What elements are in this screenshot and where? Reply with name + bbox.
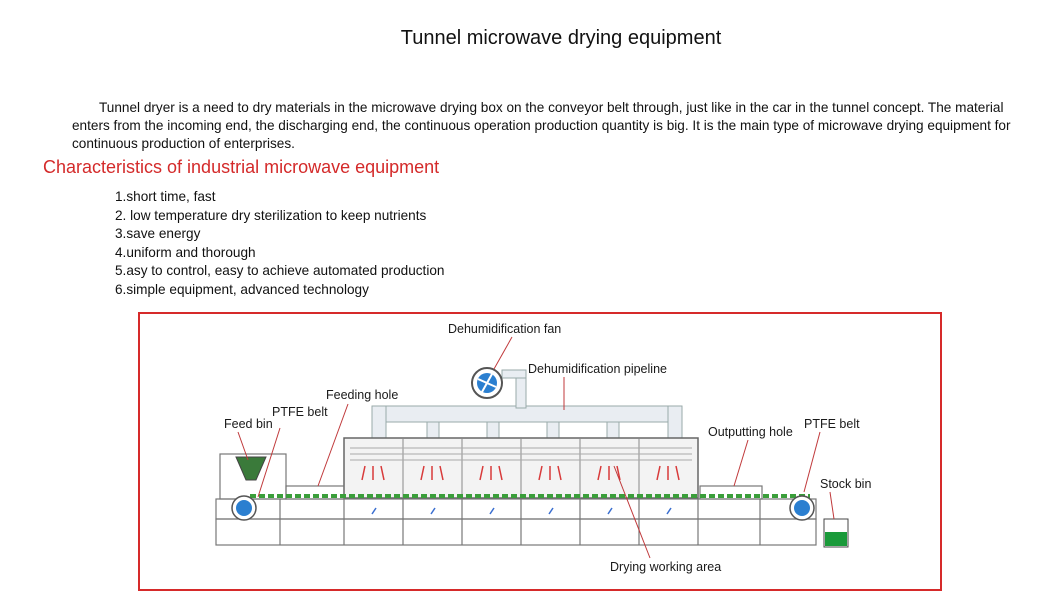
equipment-diagram-frame: Dehumidification fan Dehumidification pi… [138,312,942,591]
microwave-drying-box [343,437,699,499]
label-dehumidification-fan: Dehumidification fan [448,322,561,336]
label-dehumidification-pipeline: Dehumidification pipeline [528,362,667,376]
page-title: Tunnel microwave drying equipment [400,27,722,49]
feature-item: 4.uniform and thorough [115,244,256,260]
conveyor-frame [215,453,817,546]
belt-roller-left-icon [231,495,257,521]
label-drying-working-area: Drying working area [610,560,721,574]
feature-item: 6.simple equipment, advanced technology [115,281,369,297]
stock-bin-icon [823,518,849,548]
leader-lines [237,336,835,559]
feature-item: 1.short time, fast [115,189,216,204]
feed-bin-icon [235,456,267,481]
air-flow-marks [371,507,672,515]
dehumidification-pipeline [371,369,683,449]
label-feeding-hole: Feeding hole [326,388,398,402]
feature-item: 3.save energy [115,226,201,242]
feature-item: 2. low temperature dry sterilization to … [115,207,427,223]
belt-roller-right-icon [789,495,815,521]
label-feed-bin: Feed bin [224,417,273,431]
section-heading: Characteristics of industrial microwave … [43,157,440,177]
intro-paragraph: Tunnel dryer is a need to dry materials … [72,99,1012,153]
label-ptfe-belt-left: PTFE belt [272,405,328,419]
equipment-diagram: Dehumidification fan Dehumidification pi… [215,322,871,574]
label-stock-bin: Stock bin [820,477,871,491]
label-ptfe-belt-right: PTFE belt [804,417,860,431]
dehumidification-fan-icon [471,367,503,399]
intro-text: Tunnel dryer is a need to dry materials … [72,100,1011,151]
feature-item: 5.asy to control, easy to achieve automa… [115,263,445,279]
feature-list: 1.short time, fast 2. low temperature dr… [115,188,444,300]
label-outputting-hole: Outputting hole [708,425,793,439]
